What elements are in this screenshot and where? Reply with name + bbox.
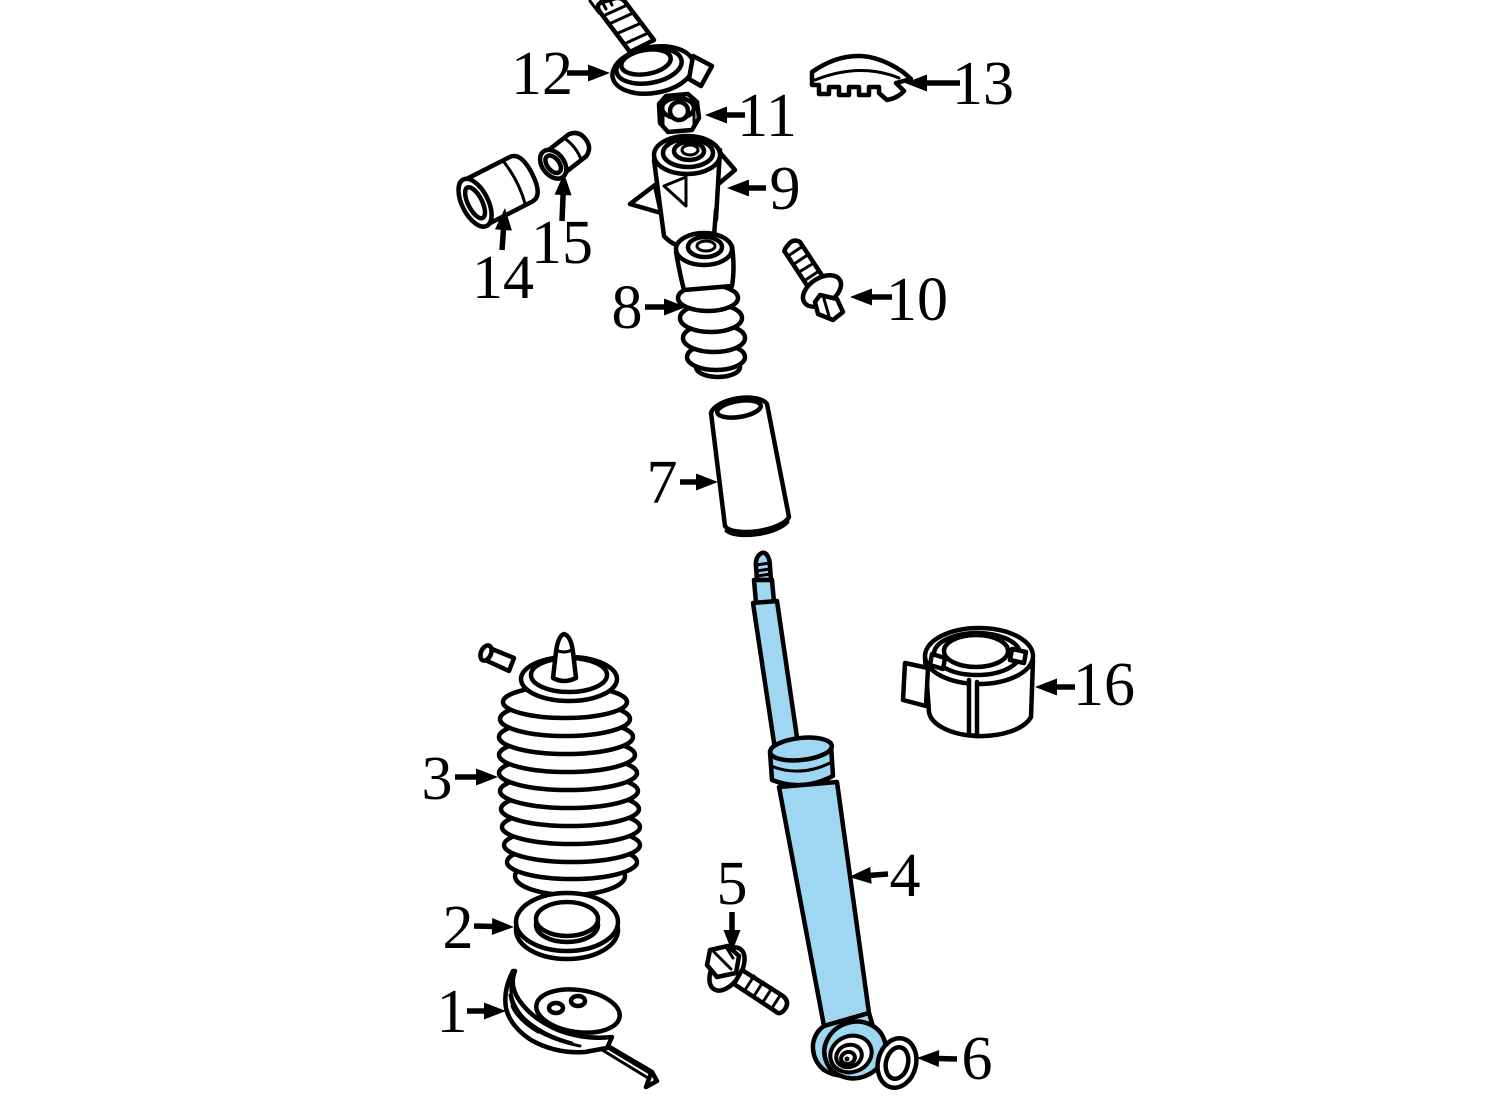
callout-arrow-head-6 — [917, 1050, 940, 1068]
part-number-label-4: 4 — [890, 842, 921, 910]
part-number-label-15: 15 — [531, 209, 593, 277]
part-8-bump-stop-drawing — [673, 230, 748, 380]
callout-14: 14 — [472, 208, 534, 312]
callout-arrow-head-9 — [727, 179, 749, 197]
callout-arrow-head-3 — [476, 768, 498, 786]
part-5-bolt-drawing — [704, 943, 790, 1016]
part-number-label-11: 11 — [737, 82, 797, 150]
part-14-sleeve-drawing — [456, 153, 540, 229]
part-number-label-10: 10 — [886, 266, 948, 334]
callout-arrow-head-14 — [494, 208, 512, 231]
part-number-label-13: 13 — [952, 50, 1014, 118]
callout-arrow-head-2 — [491, 917, 514, 935]
callout-3: 3 — [422, 745, 498, 813]
callout-8: 8 — [612, 274, 686, 342]
callout-arrow-head-4 — [849, 866, 872, 884]
callout-arrow-head-13 — [905, 74, 927, 92]
callout-10: 10 — [850, 266, 948, 334]
callout-9: 9 — [727, 155, 801, 223]
part-3-air-spring-drawing — [478, 631, 643, 898]
part-number-label-14: 14 — [472, 244, 534, 312]
callout-13: 13 — [905, 50, 1014, 118]
callout-arrow-head-8 — [664, 298, 686, 316]
callout-12: 12 — [511, 40, 610, 108]
callout-arrow-head-15 — [554, 173, 572, 196]
part-9-upper-mount-drawing — [627, 133, 738, 251]
part-7-dust-tube-drawing — [708, 395, 792, 538]
callout-arrow-head-1 — [484, 1002, 506, 1020]
part-10-bolt-drawing — [782, 238, 846, 323]
part-11-hex-nut-drawing — [656, 91, 702, 135]
callout-7: 7 — [647, 449, 718, 517]
part-number-label-6: 6 — [962, 1025, 993, 1093]
part-number-label-1: 1 — [437, 978, 468, 1046]
part-number-label-9: 9 — [770, 155, 801, 223]
callout-2: 2 — [443, 894, 514, 962]
part-number-label-12: 12 — [511, 40, 573, 108]
part-13-clamp-plate-drawing — [809, 53, 914, 103]
callout-arrow-head-16 — [1035, 678, 1057, 696]
callout-16: 16 — [1035, 651, 1135, 719]
part-2-ring-drawing — [513, 890, 621, 962]
callout-arrow-head-12 — [588, 64, 610, 82]
callout-6: 6 — [917, 1025, 993, 1093]
part-15-stud-drawing — [537, 130, 592, 181]
part-4-shock-absorber-drawing — [750, 550, 888, 1081]
callout-15: 15 — [531, 173, 593, 277]
callout-4: 4 — [849, 842, 921, 910]
part-16-retainer-drawing — [900, 625, 1036, 739]
callout-arrow-head-5 — [723, 930, 741, 952]
part-number-label-3: 3 — [422, 745, 453, 813]
callout-arrow-head-11 — [705, 106, 727, 124]
callout-arrow-head-10 — [850, 288, 872, 306]
part-1-bracket-drawing — [503, 968, 660, 1090]
callout-5: 5 — [717, 850, 748, 952]
part-number-label-7: 7 — [647, 449, 678, 517]
part-number-label-16: 16 — [1073, 651, 1135, 719]
part-6-washer-drawing — [875, 1036, 919, 1090]
part-12-protective-cap-drawing — [588, 0, 715, 96]
part-number-label-8: 8 — [612, 274, 643, 342]
callout-1: 1 — [437, 978, 506, 1046]
part-number-label-2: 2 — [443, 894, 474, 962]
callout-arrow-head-7 — [696, 473, 718, 491]
callout-11: 11 — [705, 82, 797, 150]
part-number-label-5: 5 — [717, 850, 748, 918]
